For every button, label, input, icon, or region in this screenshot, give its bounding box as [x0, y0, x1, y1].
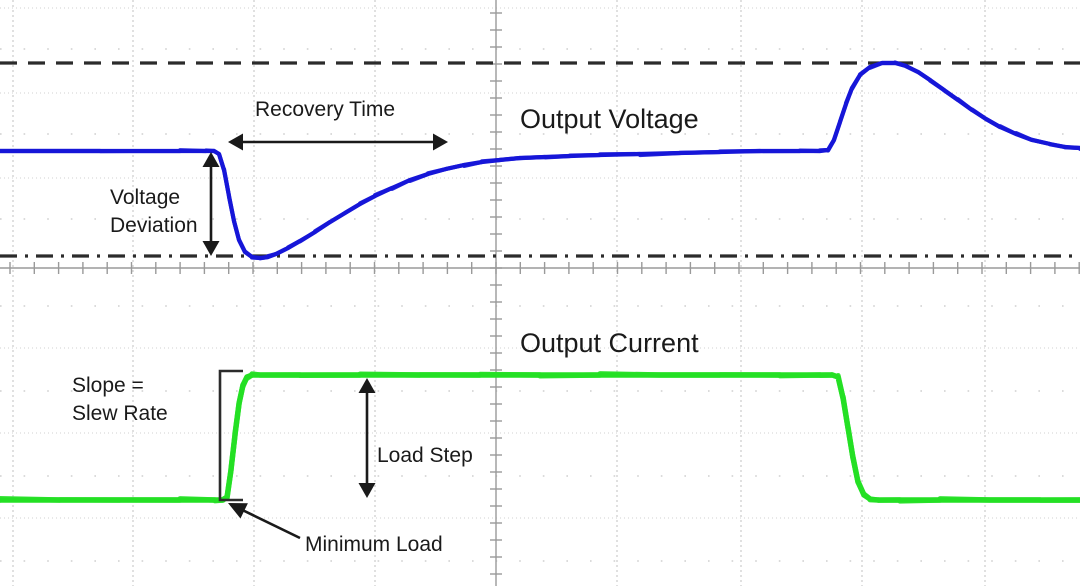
trace-label-output-current: Output Current — [520, 328, 699, 358]
waveform-output-voltage-noise — [0, 60, 1080, 261]
annotation-label-slope-line1: Slope = — [72, 374, 144, 397]
bracket-slope-slew-rate — [218, 369, 243, 502]
annotation-label-load-step: Load Step — [377, 444, 473, 467]
arrow-head-up-load-step — [358, 378, 376, 393]
annotation-layer — [202, 133, 448, 540]
trace-label-output-voltage: Output Voltage — [520, 104, 699, 134]
annotation-label-recovery-time: Recovery Time — [255, 98, 395, 121]
annotation-label-slew-rate-line2: Slew Rate — [72, 402, 168, 425]
trace-layer — [0, 60, 1080, 504]
waveform-output-current-noise — [0, 371, 1080, 504]
arrow-head-down-voltage-deviation — [202, 241, 220, 256]
arrow-head-right-recovery-time — [433, 133, 448, 151]
leader-shaft-minimum-load — [241, 508, 301, 540]
leader-head-minimum-load — [228, 503, 248, 519]
arrow-head-up-voltage-deviation — [202, 152, 220, 167]
annotation-label-minimum-load: Minimum Load — [305, 533, 443, 556]
annotation-label-voltage-deviation-line2: Deviation — [110, 214, 198, 237]
annotation-label-voltage-deviation-line1: Voltage — [110, 186, 180, 209]
arrow-head-left-recovery-time — [228, 133, 243, 151]
arrow-head-down-load-step — [358, 483, 376, 498]
